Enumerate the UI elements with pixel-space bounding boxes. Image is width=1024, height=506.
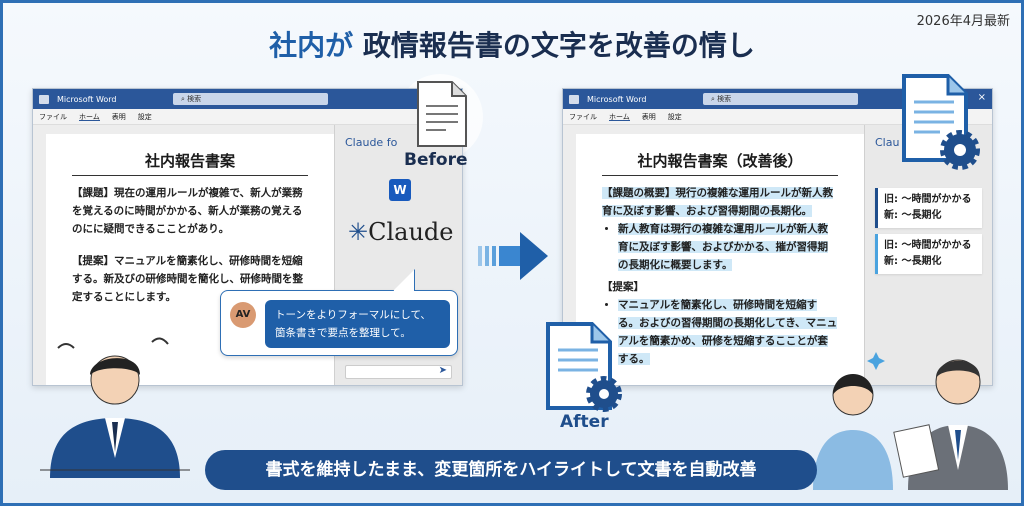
page-title: 社内が 政情報告書の文字を改善の情し xyxy=(0,24,1024,64)
title-highlight: 社内が xyxy=(269,29,354,62)
document-gear-icon xyxy=(546,322,622,412)
date-badge: 2026年4月最新 xyxy=(916,14,1010,29)
doc-bullet-issue: 新人教育は現行の複雑な運用ルールが新人教育に及ぼす影響、およびかかる、摧が習得期… xyxy=(618,223,828,271)
word-logo-icon: W xyxy=(389,179,411,201)
search-input[interactable]: ⌕ 検索 xyxy=(703,93,858,105)
title-rest: 政情報告書の文字を改善の情し xyxy=(353,29,755,62)
document-gear-icon xyxy=(902,74,980,170)
doc-paragraph-issue: 【課題】現在の運用ルールが複雑で、新人が業務を覚えるのに時間がかかる、新人が業務… xyxy=(72,187,303,235)
user-avatar: AV xyxy=(230,302,256,328)
change-old: 旧: ～時間がかかる xyxy=(884,240,972,251)
doc-paragraph-issue: 【課題の概要】現行の複雑な運用ルールが新人教育に及ぼす影響、および習得期間の長期… xyxy=(602,187,833,217)
doc-paragraph-proposal: 【提案】マニュアルを簡素化し、研修時間を短縮する。新及びの研修時間を簡化し、研修… xyxy=(72,255,303,303)
after-label: After xyxy=(560,412,609,432)
document-page[interactable]: 社内報告書案（改善後） 【課題の概要】現行の複雑な運用ルールが新人教育に及ぼす影… xyxy=(576,134,864,385)
change-card[interactable]: 旧: ～時間がかかる新: ～長期化 xyxy=(875,188,982,228)
change-card[interactable]: 旧: ～時間がかかる新: ～長期化 xyxy=(875,234,982,274)
menu-file[interactable]: ファイル xyxy=(39,113,67,121)
change-new: 新: ～長期化 xyxy=(884,256,942,267)
pane-title: Claude fo xyxy=(345,136,398,149)
claude-side-pane: Clau 旧: ～時間がかかる新: ～長期化 旧: ～時間がかかる新: ～長期化 xyxy=(864,125,992,385)
menu-expression[interactable]: 表明 xyxy=(641,113,656,121)
menu-settings[interactable]: 設定 xyxy=(137,113,152,121)
doc-heading-proposal: 【提案】 xyxy=(602,281,644,293)
change-new: 新: ～長期化 xyxy=(884,210,942,221)
claude-brand: Claude xyxy=(368,218,454,246)
menu-file[interactable]: ファイル xyxy=(569,113,597,121)
menu-home[interactable]: ホーム xyxy=(609,113,630,121)
menu-settings[interactable]: 設定 xyxy=(667,113,682,121)
close-button[interactable]: × xyxy=(977,92,986,103)
ribbon-menu: ファイル ホーム 表明 設定 xyxy=(563,109,992,125)
menu-home[interactable]: ホーム xyxy=(79,113,100,121)
claude-asterisk-icon: ✳ xyxy=(348,218,369,246)
document-icon xyxy=(417,81,467,147)
chat-input[interactable]: ➤ xyxy=(345,365,452,379)
before-label: Before xyxy=(404,150,468,170)
happy-coworkers-illustration xyxy=(813,352,1008,490)
stressed-worker-illustration xyxy=(40,337,190,478)
arrow-right-icon xyxy=(478,232,548,280)
ribbon-menu: ファイル ホーム 表明 設定 xyxy=(33,109,462,125)
menu-expression[interactable]: 表明 xyxy=(111,113,126,121)
doc-title: 社内報告書案 xyxy=(72,150,308,176)
prompt-message: トーンをよりフォーマルにして、箇条書きで要点を整理して。 xyxy=(265,300,450,348)
word-app-icon xyxy=(39,94,49,104)
prompt-bubble: AV トーンをよりフォーマルにして、箇条書きで要点を整理して。 xyxy=(220,290,458,356)
word-app-icon xyxy=(569,94,579,104)
search-input[interactable]: ⌕ 検索 xyxy=(173,93,328,105)
summary-banner: 書式を維持したまま、変更箇所をハイライトして文書を自動改善 xyxy=(205,450,817,490)
claude-logo: ✳Claude xyxy=(348,218,453,246)
doc-title: 社内報告書案（改善後） xyxy=(602,150,838,176)
pane-title: Clau xyxy=(875,136,900,149)
change-old: 旧: ～時間がかかる xyxy=(884,194,972,205)
send-icon[interactable]: ➤ xyxy=(438,365,447,376)
word-window-after: Microsoft Word ⌕ 検索 × ファイル ホーム 表明 設定 社内報… xyxy=(562,88,993,386)
search-placeholder: 検索 xyxy=(717,95,732,103)
app-name: Microsoft Word xyxy=(57,94,117,104)
search-placeholder: 検索 xyxy=(187,95,202,103)
doc-bullet-proposal: マニュアルを簡素化し、研修時間を短縮する。およびの習得期間の長期化してき、マニュ… xyxy=(618,299,838,365)
app-name: Microsoft Word xyxy=(587,94,647,104)
